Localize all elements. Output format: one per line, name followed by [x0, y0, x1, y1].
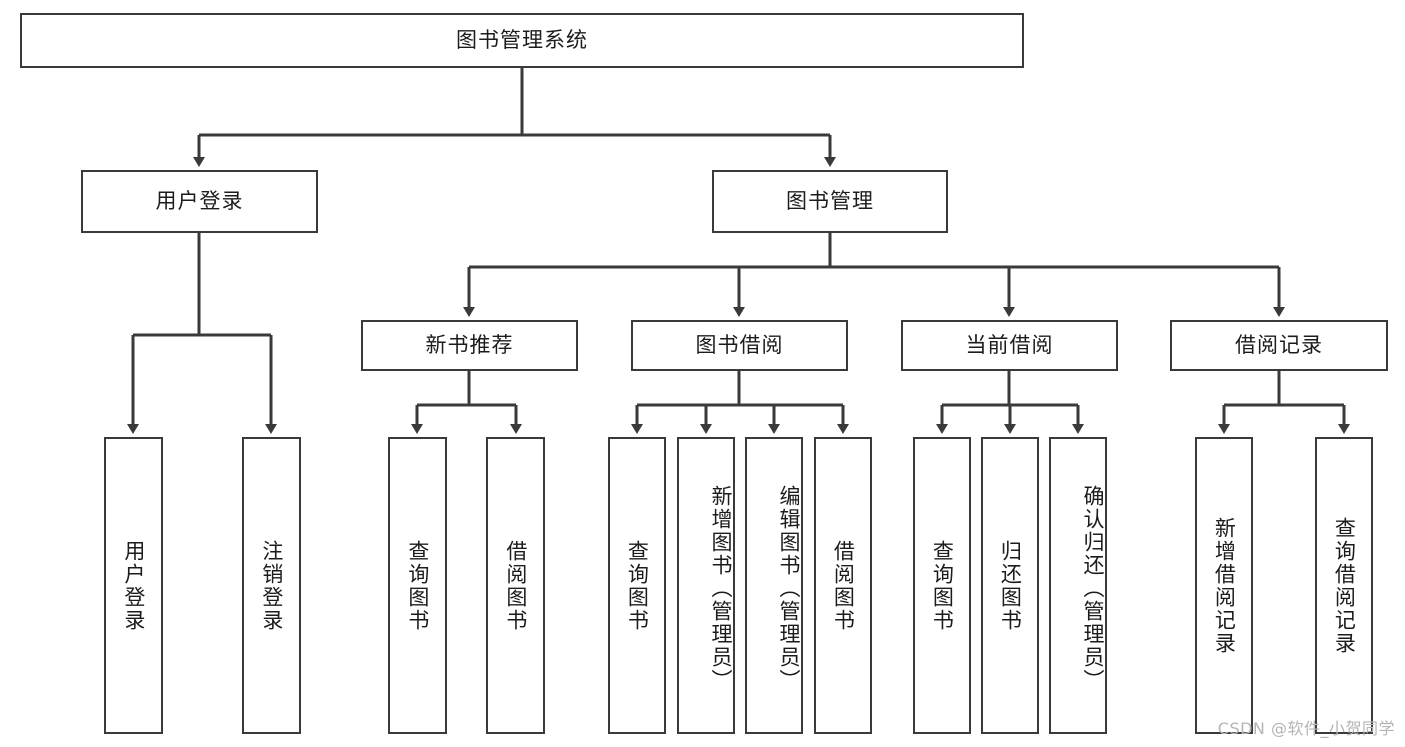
node-current-borrow-label: 当前借阅 — [965, 333, 1054, 358]
leaf-new-book-borrow-label: 借阅图书 — [503, 539, 528, 632]
leaf-borrow-borrow-book[interactable]: 借阅图书 — [814, 437, 872, 734]
leaf-record-add-label: 新增借阅记录 — [1212, 516, 1237, 655]
node-book-management[interactable]: 图书管理 — [712, 170, 948, 233]
node-user-login[interactable]: 用户登录 — [81, 170, 318, 233]
node-new-book-recommend-label: 新书推荐 — [425, 333, 514, 358]
leaf-current-query-book-label: 查询图书 — [930, 539, 955, 632]
leaf-record-add[interactable]: 新增借阅记录 — [1195, 437, 1253, 734]
leaf-current-query-book[interactable]: 查询图书 — [913, 437, 971, 734]
leaf-user-login-signin-label: 用户登录 — [121, 539, 146, 632]
leaf-current-confirm-return-label: 确认归还（管理员） — [1081, 485, 1105, 692]
node-book-borrow[interactable]: 图书借阅 — [631, 320, 848, 371]
watermark-text: CSDN @软件_小贺同学 — [1217, 719, 1395, 738]
node-borrow-record[interactable]: 借阅记录 — [1170, 320, 1388, 371]
node-user-login-label: 用户登录 — [155, 189, 244, 214]
leaf-new-book-borrow[interactable]: 借阅图书 — [486, 437, 545, 734]
leaf-new-book-query-label: 查询图书 — [405, 539, 430, 632]
leaf-current-confirm-return[interactable]: 确认归还（管理员） — [1049, 437, 1107, 734]
leaf-user-login-signout-label: 注销登录 — [259, 539, 284, 632]
leaf-new-book-query[interactable]: 查询图书 — [388, 437, 447, 734]
node-current-borrow[interactable]: 当前借阅 — [901, 320, 1118, 371]
leaf-borrow-edit-book[interactable]: 编辑图书（管理员） — [745, 437, 803, 734]
leaf-user-login-signin[interactable]: 用户登录 — [104, 437, 163, 734]
node-root[interactable]: 图书管理系统 — [20, 13, 1024, 68]
leaf-record-query-label: 查询借阅记录 — [1332, 516, 1357, 655]
leaf-user-login-signout[interactable]: 注销登录 — [242, 437, 301, 734]
leaf-borrow-borrow-book-label: 借阅图书 — [831, 539, 856, 632]
leaf-borrow-edit-book-label: 编辑图书（管理员） — [777, 485, 801, 692]
leaf-current-return-book-label: 归还图书 — [998, 539, 1023, 632]
leaf-borrow-query-book-label: 查询图书 — [625, 539, 650, 632]
leaf-current-return-book[interactable]: 归还图书 — [981, 437, 1039, 734]
node-root-label: 图书管理系统 — [456, 28, 588, 53]
node-borrow-record-label: 借阅记录 — [1235, 333, 1323, 358]
node-new-book-recommend[interactable]: 新书推荐 — [361, 320, 578, 371]
leaf-borrow-query-book[interactable]: 查询图书 — [608, 437, 666, 734]
node-book-borrow-label: 图书借阅 — [695, 333, 784, 358]
node-book-management-label: 图书管理 — [786, 189, 874, 214]
leaf-borrow-add-book[interactable]: 新增图书（管理员） — [677, 437, 735, 734]
leaf-borrow-add-book-label: 新增图书（管理员） — [709, 485, 733, 692]
leaf-record-query[interactable]: 查询借阅记录 — [1315, 437, 1373, 734]
